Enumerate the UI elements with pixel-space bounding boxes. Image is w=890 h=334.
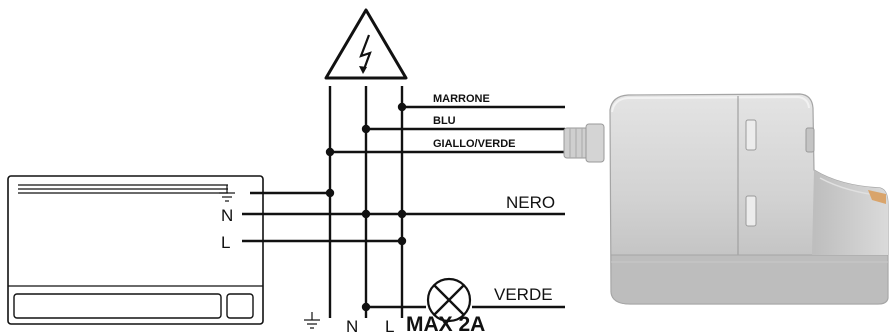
junction-dots bbox=[325, 102, 407, 312]
label-marrone: MARRONE bbox=[433, 93, 490, 105]
unit-terminal-n: N bbox=[221, 206, 233, 225]
lamp-rating: MAX 2A bbox=[406, 313, 485, 334]
bottom-earth-terminal-icon bbox=[304, 312, 320, 329]
label-giallo-verde: GIALLO/VERDE bbox=[433, 138, 516, 150]
label-blu: BLU bbox=[433, 115, 456, 127]
indoor-unit bbox=[7, 175, 264, 325]
bottom-terminal-l: L bbox=[385, 317, 394, 334]
condensate-pump-device bbox=[563, 93, 889, 305]
bottom-terminal-n: N bbox=[346, 317, 358, 334]
unit-terminal-l: L bbox=[221, 233, 230, 252]
label-verde: VERDE bbox=[494, 285, 553, 304]
indicator-lamp-icon bbox=[426, 277, 472, 323]
label-nero: NERO bbox=[506, 193, 555, 212]
unit-earth-terminal-icon bbox=[219, 185, 235, 202]
high-voltage-warning-icon bbox=[324, 8, 408, 80]
